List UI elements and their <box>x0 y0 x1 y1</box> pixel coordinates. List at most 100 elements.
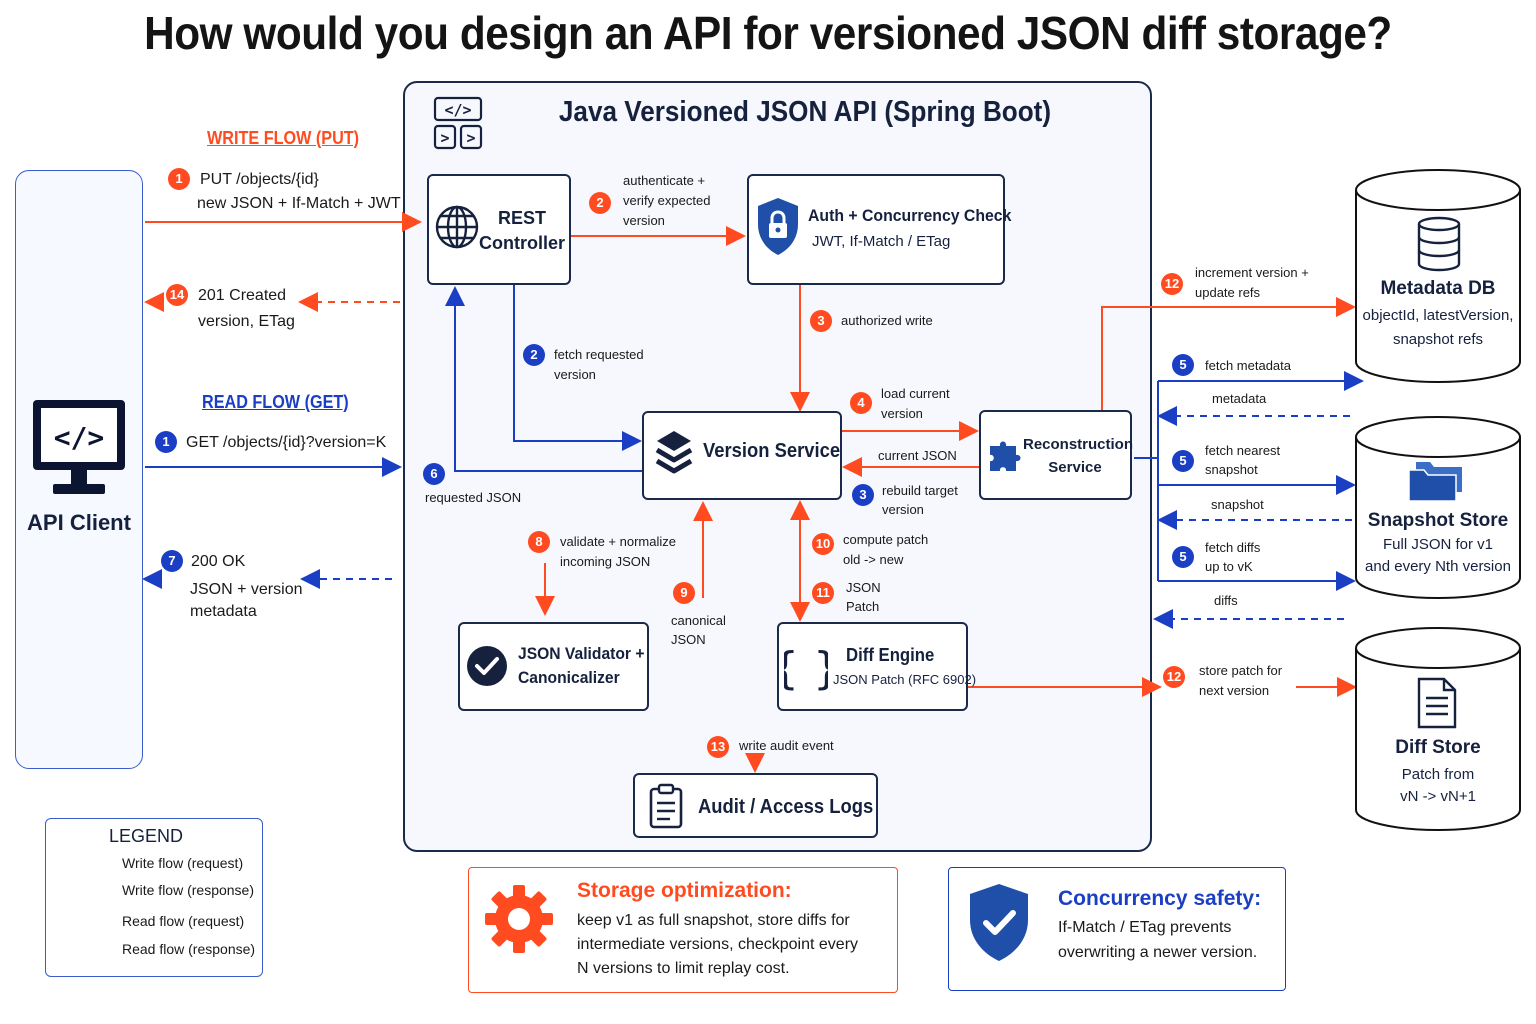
write-step-14-badge: 14 <box>166 284 188 306</box>
step-2w-line2: verify expected <box>623 193 711 208</box>
diff-engine-sub: JSON Patch (RFC 6902) <box>833 672 977 687</box>
diff-store-line1: Patch from <box>1401 766 1475 783</box>
auth-title: Auth + Concurrency Check <box>808 206 1012 225</box>
monitor-code-icon: </> <box>29 396 129 500</box>
read-step-7-line2: JSON + version <box>190 581 303 598</box>
step-3r-line2: version <box>882 502 924 517</box>
rest-controller-line2: Controller <box>478 233 565 253</box>
snapshot-store-line1: Full JSON for v1 <box>1382 536 1494 553</box>
layers-icon <box>653 428 695 478</box>
folders-icon <box>1406 458 1466 504</box>
document-icon <box>1415 676 1459 730</box>
step-12b-line1: store patch for <box>1199 663 1283 678</box>
step-12a-badge: 12 <box>1161 273 1183 295</box>
snapshot-return-label: snapshot <box>1211 497 1264 512</box>
clipboard-icon <box>646 782 686 830</box>
puzzle-icon <box>986 436 1026 476</box>
storage-note-line1: keep v1 as full snapshot, store diffs fo… <box>577 912 850 929</box>
step-2w-line1: authenticate + <box>623 173 706 188</box>
read-flow-header: READ FLOW (GET) <box>202 392 349 412</box>
step-5a-badge: 5 <box>1172 354 1194 376</box>
step-12a-line2: update refs <box>1195 285 1261 300</box>
step-3w-badge: 3 <box>810 310 832 332</box>
checkmark-circle-icon <box>466 645 508 687</box>
step-8-badge: 8 <box>528 531 550 553</box>
gear-icon <box>483 883 555 955</box>
step-10-line2: old -> new <box>843 552 904 567</box>
step-6-line1: requested JSON <box>425 490 522 505</box>
step-2w-line3: version <box>623 213 665 228</box>
curly-braces-icon: { } <box>784 638 828 694</box>
storage-note-line3: N versions to limit replay cost. <box>577 960 790 977</box>
version-service-box <box>642 411 842 500</box>
write-step-1-badge: 1 <box>168 168 190 190</box>
step-13-badge: 13 <box>707 736 729 758</box>
concurrency-note-title: Concurrency safety: <box>1058 887 1262 910</box>
step-4-line1: load current <box>881 386 950 401</box>
step-12b-line2: next version <box>1199 683 1270 698</box>
metadata-return-label: metadata <box>1212 391 1267 406</box>
concurrency-note-line2: overwriting a newer version. <box>1058 944 1258 961</box>
diff-engine-box <box>777 622 968 711</box>
step-5b-line2: snapshot <box>1205 462 1258 477</box>
write-step-14-line2: version, ETag <box>198 313 295 330</box>
legend-box <box>45 818 263 977</box>
validator-line1: JSON Validator + <box>518 644 645 663</box>
diff-engine-title: Diff Engine <box>846 645 935 665</box>
database-icon <box>1416 216 1462 272</box>
write-flow-header: WRITE FLOW (PUT) <box>207 128 360 148</box>
diffs-return-label: diffs <box>1214 593 1238 608</box>
page-title: How would you design an API for versione… <box>144 7 1392 59</box>
api-panel-title: Java Versioned JSON API (Spring Boot) <box>558 96 1052 128</box>
step-8-line2: incoming JSON <box>560 554 651 569</box>
step-5a-line1: fetch metadata <box>1205 358 1291 373</box>
rest-controller-line1: REST <box>497 208 546 228</box>
step-5c-line2: up to vK <box>1205 559 1253 574</box>
snapshot-store-line2: and every Nth version <box>1365 558 1511 575</box>
storage-note-line2: intermediate versions, checkpoint every <box>577 936 859 953</box>
step-9-badge: 9 <box>673 582 695 604</box>
step-3w-line1: authorized write <box>841 313 933 328</box>
svg-text:</>: </> <box>54 421 105 454</box>
step-3r-line1: rebuild target <box>882 483 958 498</box>
reconstruction-line2: Service <box>1048 459 1102 476</box>
step-5b-line1: fetch nearest <box>1205 443 1281 458</box>
step-4-badge: 4 <box>850 392 872 414</box>
legend-title: LEGEND <box>109 826 184 846</box>
step-3r-badge: 3 <box>852 484 874 506</box>
step-2w-badge: 2 <box>589 192 611 214</box>
svg-text:>: > <box>440 129 449 147</box>
reconstruction-line1: Reconstruction <box>1023 436 1134 453</box>
write-step-14-line1: 201 Created <box>198 287 287 304</box>
step-5c-line1: fetch diffs <box>1205 540 1261 555</box>
json-validator-box <box>458 622 649 711</box>
step-2r-line1: fetch requested <box>554 347 644 362</box>
code-brackets-icon: </> > > <box>433 96 483 152</box>
step-5b-badge: 5 <box>1172 450 1194 472</box>
read-step-1-line1: GET /objects/{id}?version=K <box>186 434 387 451</box>
read-step-7-line3: metadata <box>190 603 257 620</box>
legend-read-response: Read flow (response) <box>122 941 256 957</box>
snapshot-store-title: Snapshot Store <box>1367 510 1509 531</box>
step-13-line1: write audit event <box>739 738 834 753</box>
concurrency-note-line1: If-Match / ETag prevents <box>1058 919 1232 936</box>
step-10-badge: 10 <box>812 533 834 555</box>
step-12b-badge: 12 <box>1163 666 1185 688</box>
step-11-line2: Patch <box>846 599 880 614</box>
storage-note-title: Storage optimization: <box>577 879 792 902</box>
step-10-line1: compute patch <box>843 532 929 547</box>
write-step-1-line1: PUT /objects/{id} <box>200 171 319 188</box>
legend-read-request: Read flow (request) <box>122 913 245 929</box>
step-11-line1: JSON <box>846 580 881 595</box>
shield-lock-icon <box>755 196 801 258</box>
svg-text:{ }: { } <box>784 643 828 694</box>
legend-write-response: Write flow (response) <box>122 882 255 898</box>
svg-text:>: > <box>466 129 475 147</box>
read-step-7-badge: 7 <box>161 550 183 572</box>
step-2r-badge: 2 <box>523 344 545 366</box>
step-12a-line1: increment version + <box>1195 265 1309 280</box>
legend-write-request: Write flow (request) <box>122 855 244 871</box>
svg-text:</>: </> <box>444 101 471 119</box>
auth-sub: JWT, If-Match / ETag <box>812 233 951 250</box>
